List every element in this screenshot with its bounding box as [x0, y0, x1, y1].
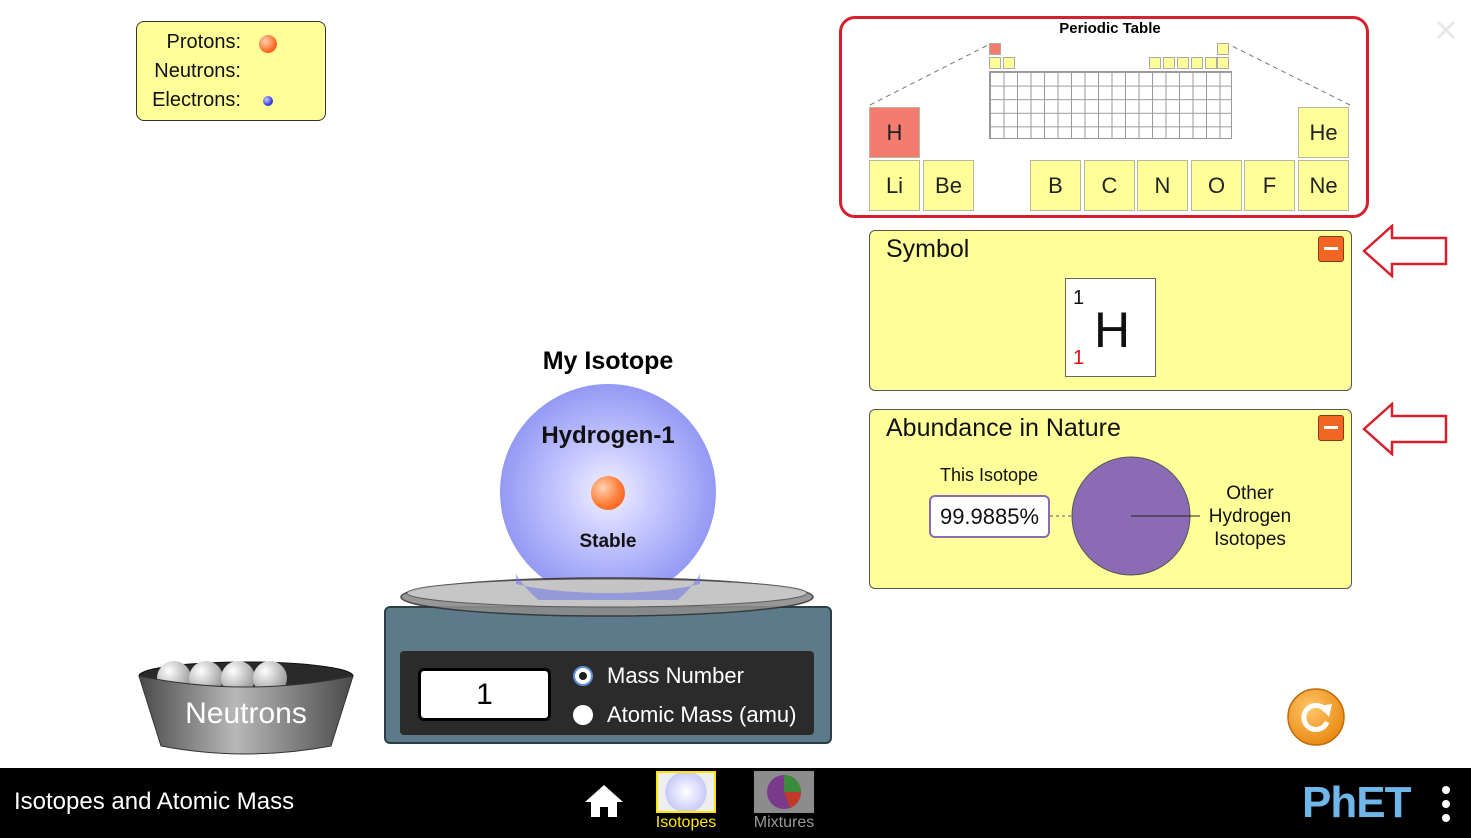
- app-title: Isotopes and Atomic Mass: [14, 788, 295, 815]
- atomic-mass-label[interactable]: Atomic Mass (amu): [607, 702, 797, 727]
- symbol-mass-number: 1: [1073, 287, 1085, 309]
- element-button-he[interactable]: He: [1298, 107, 1349, 158]
- scale-value: 1: [476, 677, 493, 711]
- mass-number-label[interactable]: Mass Number: [607, 663, 744, 688]
- periodic-table-highlight: [839, 16, 1369, 218]
- element-label: He: [1309, 119, 1338, 145]
- arrow-left-icon: [1362, 402, 1448, 456]
- screen-button-mixtures[interactable]: Mixtures: [752, 770, 816, 832]
- element-label: Ne: [1309, 172, 1338, 198]
- screen-label-mixtures: Mixtures: [753, 814, 815, 831]
- abundance-pie-chart: [1050, 456, 1200, 576]
- mini-grid-body: [989, 71, 1232, 139]
- menu-dots-icon[interactable]: [1438, 784, 1454, 828]
- mini-cell[interactable]: [1205, 57, 1217, 69]
- proton-particle[interactable]: [591, 476, 625, 510]
- element-label: H: [886, 119, 903, 145]
- isotope-stability: Stable: [579, 531, 637, 552]
- phet-logo[interactable]: PhET: [1302, 776, 1432, 828]
- scale-readout: 1: [418, 668, 551, 721]
- other-isotopes-label: Other Hydrogen Isotopes: [1200, 482, 1300, 551]
- close-icon[interactable]: [1434, 18, 1458, 42]
- my-isotope-title: My Isotope: [542, 347, 674, 375]
- element-label: Be: [935, 172, 962, 198]
- phet-logo-text: PhET: [1302, 778, 1411, 827]
- this-isotope-label: This Isotope: [940, 465, 1039, 485]
- other-label-line: Other: [1226, 483, 1274, 504]
- mini-cell[interactable]: [1217, 57, 1229, 69]
- abundance-percentage: 99.9885%: [939, 503, 1040, 529]
- legend-protons-label: Protons:: [166, 31, 241, 53]
- element-button-ne[interactable]: Ne: [1298, 160, 1349, 211]
- abundance-panel-title: Abundance in Nature: [886, 414, 1121, 442]
- mini-periodic-table: [989, 43, 1232, 139]
- element-symbol-box: 1 H 1: [1065, 278, 1156, 377]
- atom-cloud-overlay: [516, 574, 700, 600]
- periodic-table-title: Periodic Table: [1059, 20, 1161, 37]
- element-button-li[interactable]: Li: [869, 160, 920, 211]
- legend-electrons-label: Electrons:: [152, 89, 241, 111]
- electron-icon: [263, 96, 273, 106]
- mixtures-thumbnail: [754, 771, 814, 813]
- mixtures-pie-icon: [767, 775, 802, 809]
- isotope-name: Hydrogen-1: [541, 422, 675, 449]
- mini-cell[interactable]: [1149, 57, 1161, 69]
- symbol-element: H: [1094, 302, 1131, 358]
- mass-number-radio[interactable]: [573, 666, 593, 686]
- symbol-atomic-number: 1: [1073, 347, 1085, 369]
- element-label: F: [1262, 172, 1277, 198]
- atomic-mass-radio[interactable]: [573, 705, 593, 725]
- mini-cell[interactable]: [989, 57, 1001, 69]
- element-button-c[interactable]: C: [1084, 160, 1135, 211]
- other-label-line: Isotopes: [1214, 529, 1286, 550]
- mini-cell[interactable]: [1163, 57, 1175, 69]
- element-label: Li: [885, 172, 904, 198]
- symbol-minimize-button[interactable]: [1318, 236, 1344, 262]
- navigation-bar: [0, 768, 1471, 838]
- mini-cell[interactable]: [1191, 57, 1203, 69]
- element-label: N: [1154, 172, 1171, 198]
- periodic-table-zoom-lines: [869, 44, 1351, 106]
- element-button-o[interactable]: O: [1191, 160, 1242, 211]
- home-icon[interactable]: [583, 783, 625, 819]
- screen-label-isotopes: Isotopes: [655, 814, 717, 831]
- arrow-left-icon: [1362, 224, 1448, 278]
- element-label: O: [1207, 172, 1226, 198]
- legend-neutrons-label: Neutrons:: [154, 60, 241, 82]
- element-label: C: [1101, 172, 1118, 198]
- mini-cell[interactable]: [1003, 57, 1015, 69]
- mini-cell[interactable]: [1177, 57, 1189, 69]
- mini-cell-h[interactable]: [989, 43, 1001, 55]
- other-label-line: Hydrogen: [1208, 506, 1292, 527]
- neutron-bucket[interactable]: [136, 660, 356, 756]
- screen-button-isotopes[interactable]: Isotopes: [654, 770, 718, 832]
- proton-icon: [259, 35, 277, 53]
- element-button-f[interactable]: F: [1244, 160, 1295, 211]
- neutron-bucket-label: Neutrons: [185, 697, 307, 730]
- abundance-percentage-box: 99.9885%: [929, 495, 1050, 538]
- particle-legend: Protons: Neutrons: Electrons:: [136, 21, 326, 121]
- abundance-minimize-button[interactable]: [1318, 415, 1344, 441]
- element-label: B: [1048, 172, 1063, 198]
- element-button-h[interactable]: H: [869, 107, 920, 158]
- element-button-n[interactable]: N: [1137, 160, 1188, 211]
- reset-icon[interactable]: [1286, 687, 1346, 747]
- element-button-be[interactable]: Be: [923, 160, 974, 211]
- symbol-panel-title: Symbol: [886, 235, 970, 263]
- element-button-b[interactable]: B: [1030, 160, 1081, 211]
- isotopes-thumbnail: [656, 771, 716, 813]
- mini-cell-he[interactable]: [1217, 43, 1229, 55]
